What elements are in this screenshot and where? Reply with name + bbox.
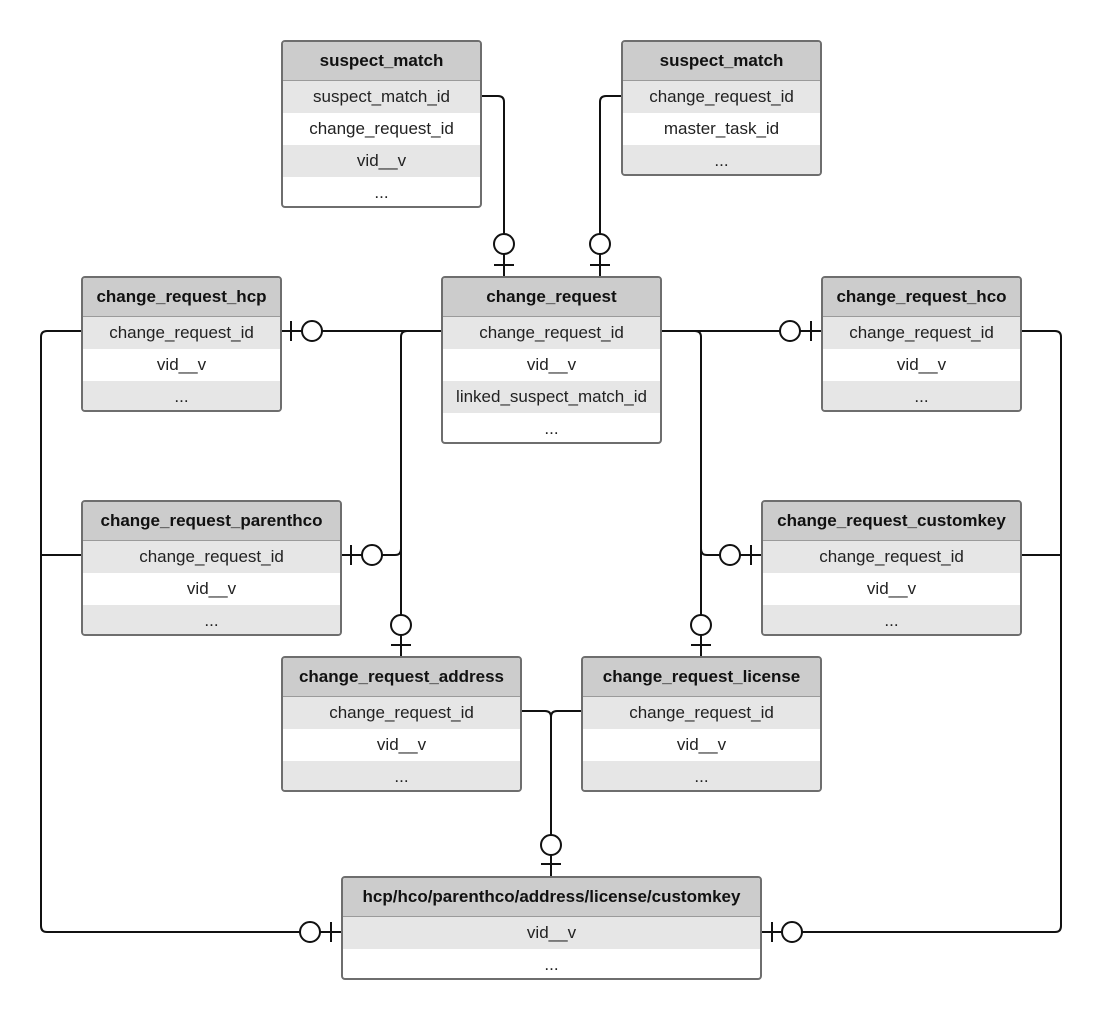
- field-change-request-id: change_request_id: [583, 697, 820, 729]
- field-ellipsis: ...: [583, 761, 820, 790]
- connector-line: [342, 548, 402, 556]
- field-vid-v: vid__v: [376, 735, 427, 754]
- field-change-request-id: change_request_id: [763, 541, 1020, 573]
- field-change-request-id: change_request_id: [823, 317, 1020, 349]
- entity-title: change_request_hcp: [83, 278, 280, 317]
- entity-title: change_request_parenthco: [83, 502, 340, 541]
- entity-suspect-match-2[interactable]: suspect_match change_request_id master_t…: [621, 40, 822, 176]
- field-change-request-id: change_request_id: [309, 119, 454, 138]
- entity-change-request-address[interactable]: change_request_address change_request_id…: [281, 656, 522, 792]
- field-change-request-id: change_request_id: [83, 541, 340, 573]
- entity-title: change_request_address: [283, 658, 520, 697]
- optional-marker: [390, 614, 412, 636]
- entity-suspect-match-1[interactable]: suspect_match suspect_match_id change_re…: [281, 40, 482, 208]
- optional-marker: [301, 320, 323, 342]
- field-ellipsis: ...: [544, 419, 559, 438]
- entity-change-request-license[interactable]: change_request_license change_request_id…: [581, 656, 822, 792]
- field-vid-v: vid__v: [676, 735, 727, 754]
- entity-title: hcp/hco/parenthco/address/license/custom…: [343, 878, 760, 917]
- connector-line: [550, 710, 581, 718]
- field-suspect-match-id: suspect_match_id: [283, 81, 480, 113]
- field-change-request-id: change_request_id: [443, 317, 660, 349]
- connector-line: [700, 548, 761, 556]
- optional-marker: [361, 544, 383, 566]
- field-vid-v: vid__v: [186, 579, 237, 598]
- entity-change-request-hco[interactable]: change_request_hco change_request_id vid…: [821, 276, 1022, 412]
- optional-marker: [299, 921, 321, 943]
- entity-title: change_request_hco: [823, 278, 1020, 317]
- field-vid-v: vid__v: [156, 355, 207, 374]
- field-master-task-id: master_task_id: [663, 119, 780, 138]
- field-change-request-id: change_request_id: [283, 697, 520, 729]
- entity-title: change_request: [443, 278, 660, 317]
- optional-marker: [493, 233, 515, 255]
- field-ellipsis: ...: [83, 381, 280, 410]
- field-vid-v: vid__v: [526, 355, 577, 374]
- optional-marker: [779, 320, 801, 342]
- entity-title: change_request_customkey: [763, 502, 1020, 541]
- field-ellipsis: ...: [823, 381, 1020, 410]
- entity-change-request-customkey[interactable]: change_request_customkey change_request_…: [761, 500, 1022, 636]
- optional-marker: [781, 921, 803, 943]
- optional-marker: [540, 834, 562, 856]
- entity-change-request-hcp[interactable]: change_request_hcp change_request_id vid…: [81, 276, 282, 412]
- entity-title: change_request_license: [583, 658, 820, 697]
- connector-line: [662, 330, 702, 656]
- optional-marker: [589, 233, 611, 255]
- field-ellipsis: ...: [83, 605, 340, 634]
- field-linked-suspect-match-id: linked_suspect_match_id: [443, 381, 660, 413]
- field-vid-v: vid__v: [283, 145, 480, 177]
- entity-master-record[interactable]: hcp/hco/parenthco/address/license/custom…: [341, 876, 762, 980]
- field-vid-v: vid__v: [866, 579, 917, 598]
- connector-line: [599, 95, 621, 276]
- entity-change-request[interactable]: change_request change_request_id vid__v …: [441, 276, 662, 444]
- connector-line: [400, 330, 441, 656]
- optional-marker: [719, 544, 741, 566]
- field-change-request-id: change_request_id: [83, 317, 280, 349]
- connector-line: [482, 95, 505, 276]
- entity-title: suspect_match: [283, 42, 480, 81]
- field-ellipsis: ...: [763, 605, 1020, 634]
- field-vid-v: vid__v: [896, 355, 947, 374]
- connector-line: [762, 330, 1062, 933]
- entity-change-request-parenthco[interactable]: change_request_parenthco change_request_…: [81, 500, 342, 636]
- optional-marker: [690, 614, 712, 636]
- entity-title: suspect_match: [623, 42, 820, 81]
- connector-line: [40, 330, 341, 933]
- field-change-request-id: change_request_id: [623, 81, 820, 113]
- field-ellipsis: ...: [374, 183, 389, 202]
- field-vid-v: vid__v: [343, 917, 760, 949]
- field-ellipsis: ...: [544, 955, 559, 974]
- field-ellipsis: ...: [623, 145, 820, 174]
- field-ellipsis: ...: [283, 761, 520, 790]
